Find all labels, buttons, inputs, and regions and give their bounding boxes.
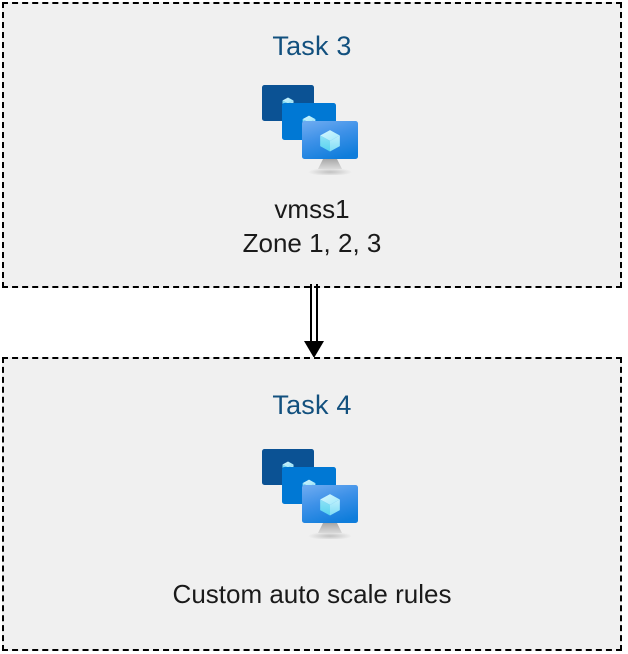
task-3-caption: vmss1 Zone 1, 2, 3 <box>243 192 382 260</box>
task-4-title: Task 4 <box>272 390 352 420</box>
vmss-stand <box>318 157 342 169</box>
task-box-task-3: Task 3 <box>2 2 622 288</box>
vmss-icon <box>258 443 366 539</box>
arrowhead-down-icon <box>304 341 324 358</box>
task-4-caption-line-1: Custom auto scale rules <box>172 579 452 609</box>
task-3-caption-line-2: Zone 1, 2, 3 <box>242 228 382 258</box>
vmss-stand <box>318 521 342 533</box>
connector-arrow-task3-to-task4 <box>296 284 332 360</box>
vmss-stand-shadow <box>308 532 352 539</box>
vmss-screen-front <box>302 121 358 159</box>
vmss-screen-front <box>302 485 358 523</box>
vmss-icon <box>258 79 366 175</box>
task-4-caption: Custom auto scale rules <box>173 577 452 611</box>
vmss-stand-shadow <box>308 168 352 175</box>
task-3-title: Task 3 <box>272 31 352 61</box>
task-3-caption-line-1: vmss1 <box>274 194 350 224</box>
task-box-task-4: Task 4 <box>2 357 622 651</box>
